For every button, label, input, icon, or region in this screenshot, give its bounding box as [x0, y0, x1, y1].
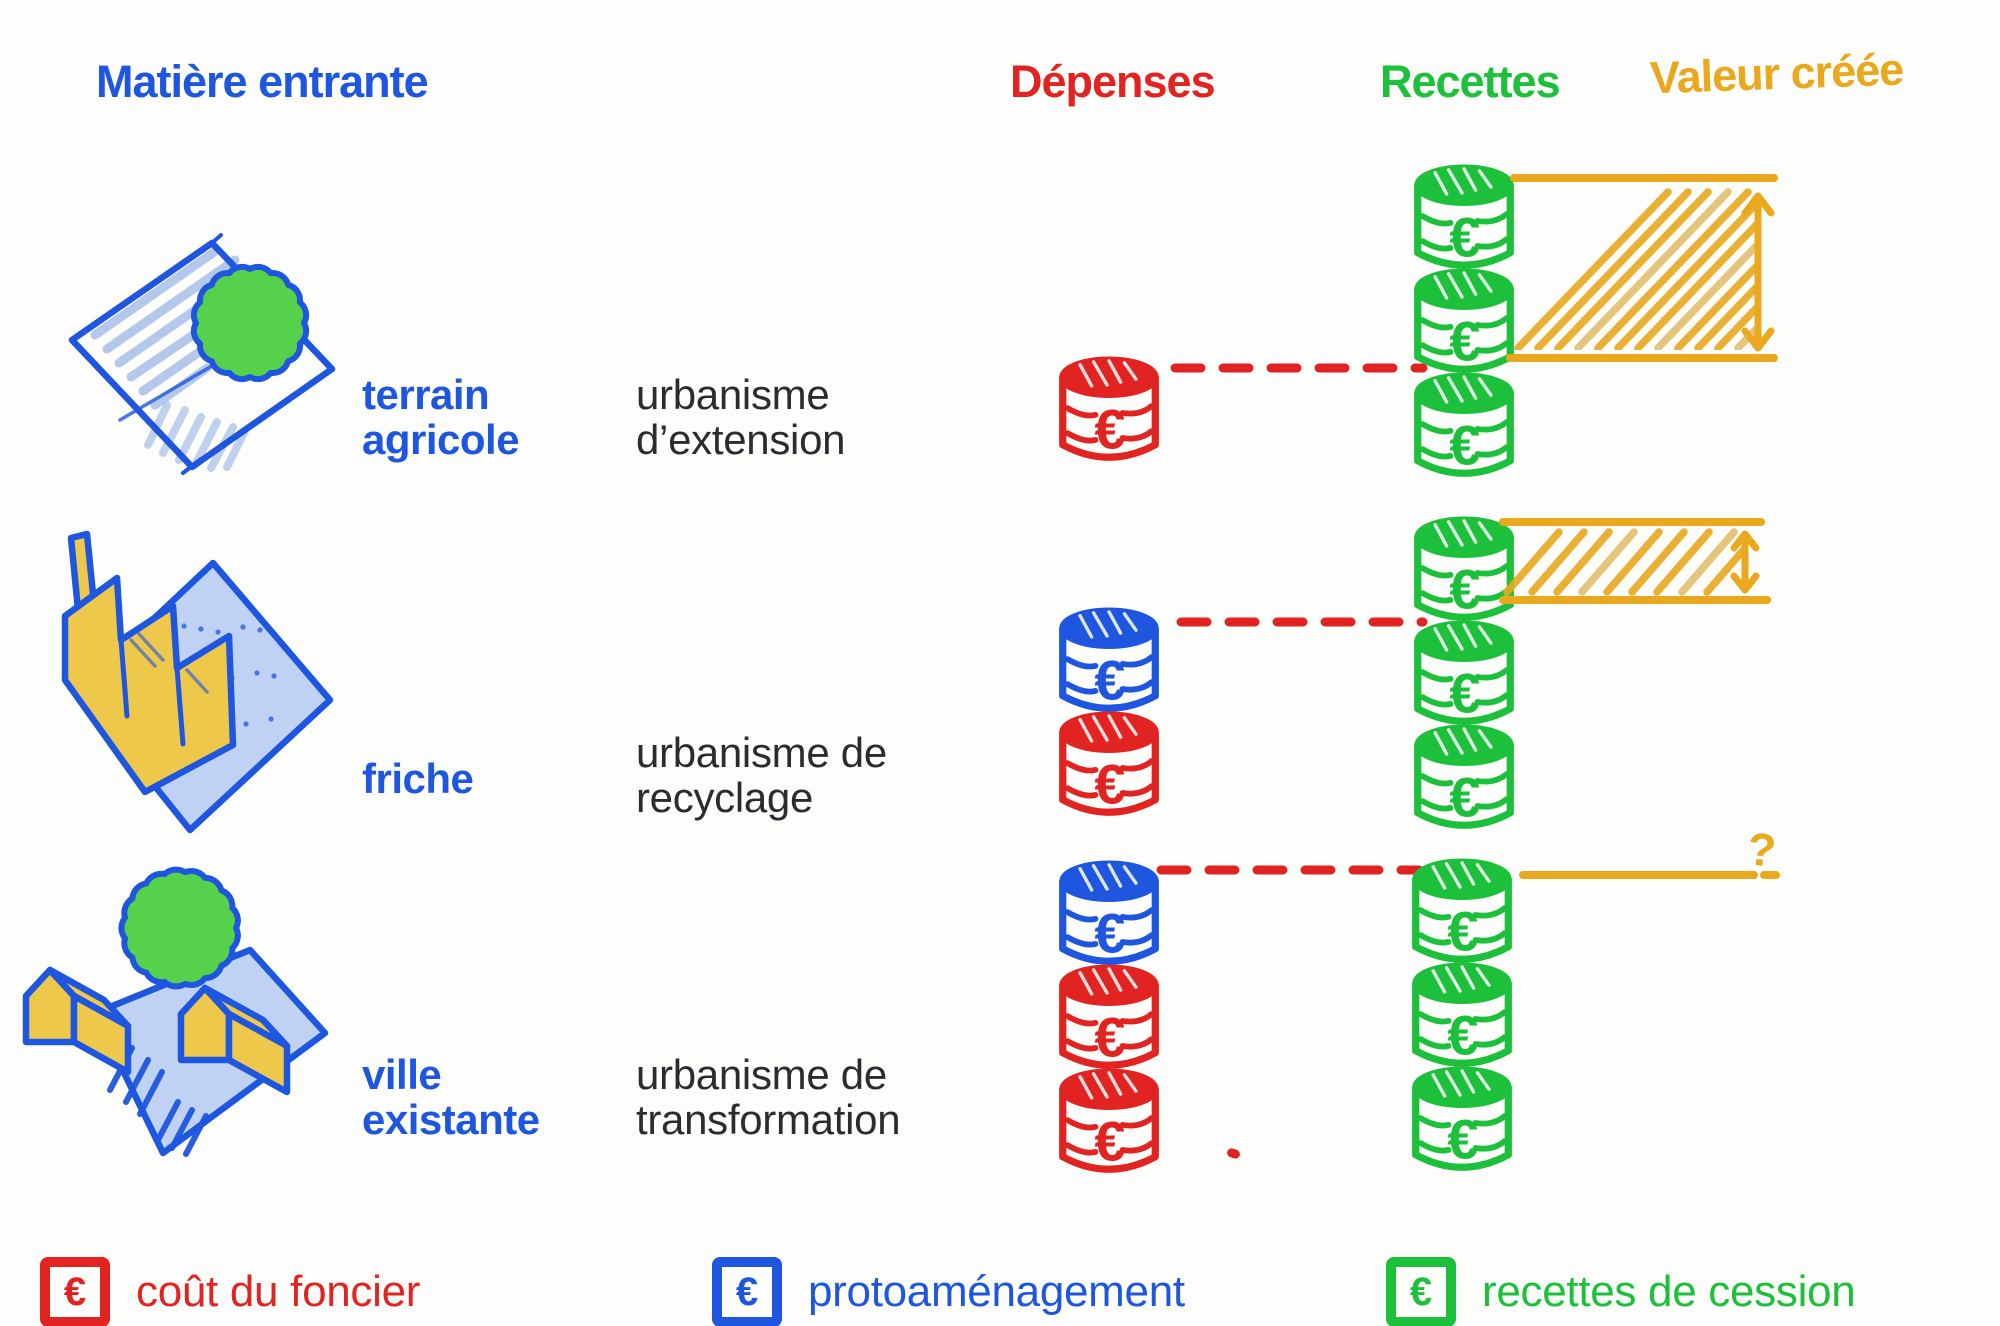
euro-coin: € — [1059, 711, 1159, 816]
column-header-recettes: Recettes — [1380, 56, 1561, 107]
svg-text:€: € — [1447, 1004, 1478, 1067]
euro-coin: € — [1414, 724, 1514, 829]
euro-coin: € — [1412, 962, 1512, 1067]
urbanisme-line: urbanisme de — [636, 1051, 887, 1098]
euro-coin: € — [1059, 607, 1159, 712]
row-label-line: agricole — [362, 416, 520, 464]
question-mark: ? — [1745, 822, 1778, 877]
tree-icon — [118, 866, 241, 990]
row-label-friche: friche — [362, 755, 474, 802]
urbanisme-line: recyclage — [636, 774, 814, 822]
value-created-box-small — [1499, 518, 1771, 604]
revenue-coin-stack-row3: € € € — [1408, 854, 1516, 1180]
field-hatch-upper — [90, 245, 272, 410]
stray-red-mark — [1225, 1147, 1242, 1160]
urbanisme-transformation-label: urbanisme de transformation — [636, 1051, 901, 1144]
factory-icon — [61, 530, 237, 796]
column-header-valeur-creee: Valeur créée — [1649, 43, 1905, 104]
urbanisme-line: urbanisme de — [636, 729, 887, 776]
urbanisme-line: d’extension — [636, 416, 846, 464]
expense-coin-stack-row3: € € € — [1055, 856, 1163, 1182]
euro-coin: € — [1059, 860, 1159, 965]
svg-text:€: € — [1449, 414, 1480, 477]
value-created-unknown: ? — [1519, 822, 1780, 879]
house-icon — [22, 966, 132, 1076]
legend-item-recettes-de-cession: € recettes de cession — [1386, 1257, 1856, 1326]
urbanisme-line: urbanisme — [636, 371, 830, 418]
column-header-matiere-entrante: Matière entrante — [96, 56, 429, 107]
field-hatch-lower — [144, 401, 249, 472]
legend-item-cout-du-foncier: € coût du foncier — [40, 1257, 420, 1326]
euro-coin: € — [1059, 1068, 1159, 1173]
euro-coin-red-icon: € — [40, 1257, 110, 1326]
brownfield-illustration — [61, 530, 334, 834]
revenue-coin-stack-row1: € € € — [1410, 160, 1518, 486]
legend-label-cout-du-foncier: coût du foncier — [136, 1267, 421, 1316]
field-illustration — [68, 233, 336, 475]
euro-symbol: € — [735, 1269, 759, 1314]
row-label-line: friche — [362, 755, 474, 802]
legend-label-recettes-de-cession: recettes de cession — [1482, 1267, 1856, 1316]
urbanisme-recyclage-label: urbanisme de recyclage — [636, 730, 887, 821]
existing-city-illustration — [22, 866, 329, 1157]
row-label-terrain-agricole: terrain agricole — [362, 371, 520, 464]
value-created-box-large — [1506, 174, 1778, 362]
row-label-ville-existante: ville existante — [362, 1052, 540, 1143]
svg-text:€: € — [1094, 753, 1125, 816]
urbanisme-extension-label: urbanisme d’extension — [636, 372, 845, 463]
house-icon — [177, 984, 291, 1096]
euro-coin: € — [1059, 964, 1159, 1069]
svg-text:€: € — [1449, 558, 1480, 621]
legend-item-protoamenagement: € protoaménagement — [712, 1257, 1185, 1326]
svg-text:€: € — [1094, 1110, 1125, 1173]
row-label-line: terrain — [362, 371, 490, 418]
column-header-depenses: Dépenses — [1010, 56, 1216, 107]
svg-text:€: € — [1094, 649, 1125, 712]
row-label-line: existante — [362, 1096, 540, 1144]
corner-tick — [181, 457, 203, 475]
svg-text:€: € — [1449, 310, 1480, 373]
expense-coin-stack-row1: € — [1055, 352, 1163, 470]
svg-text:€: € — [1449, 766, 1480, 829]
cost-transfer-dashed-line — [1170, 363, 1428, 373]
svg-text:€: € — [1447, 1108, 1478, 1171]
urbanisme-line: transformation — [636, 1096, 901, 1144]
euro-coin-blue-icon: € — [712, 1257, 782, 1326]
euro-coin: € — [1414, 516, 1514, 621]
svg-text:€: € — [1094, 902, 1125, 965]
euro-symbol: € — [63, 1269, 87, 1314]
euro-coin: € — [1412, 858, 1512, 963]
cost-transfer-dashed-line — [1176, 617, 1428, 627]
svg-text:€: € — [1449, 206, 1480, 269]
svg-text:€: € — [1449, 662, 1480, 725]
euro-coin: € — [1414, 164, 1514, 269]
corner-tick — [201, 233, 223, 253]
row-label-line: ville — [362, 1051, 442, 1098]
cost-transfer-dashed-line — [1156, 865, 1424, 875]
value-double-arrow — [1730, 530, 1760, 594]
expense-coin-stack-row2: € € — [1055, 603, 1163, 825]
euro-coin: € — [1059, 356, 1159, 461]
euro-symbol: € — [1409, 1269, 1433, 1314]
euro-coin: € — [1414, 620, 1514, 725]
svg-text:€: € — [1094, 1006, 1125, 1069]
svg-text:€: € — [1447, 900, 1478, 963]
svg-text:€: € — [1094, 398, 1125, 461]
legend-label-protoamenagement: protoaménagement — [808, 1267, 1185, 1316]
euro-coin: € — [1414, 268, 1514, 373]
euro-coin-green-icon: € — [1386, 1257, 1456, 1326]
value-double-arrow — [1741, 192, 1775, 352]
tree-icon — [190, 263, 310, 383]
euro-coin: € — [1414, 372, 1514, 477]
value-hatch-large — [1514, 188, 1758, 350]
value-hatch-small — [1503, 528, 1747, 596]
euro-coin: € — [1412, 1066, 1512, 1171]
revenue-coin-stack-row2: € € € — [1410, 512, 1518, 838]
